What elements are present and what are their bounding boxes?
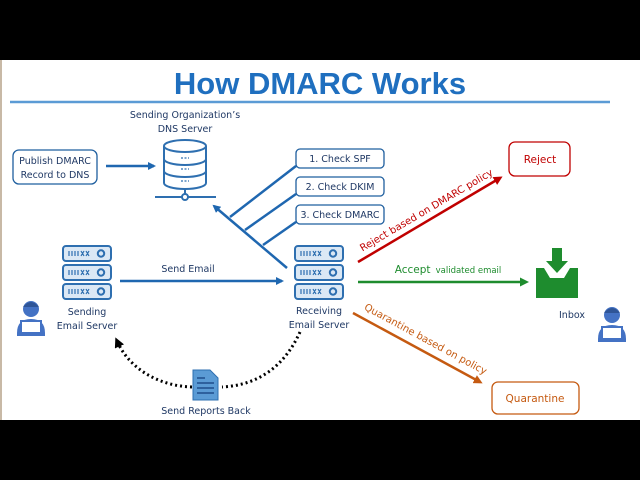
receiving-server-icon bbox=[294, 245, 344, 300]
svg-text:2. Check DKIM: 2. Check DKIM bbox=[306, 182, 375, 193]
dns-server-label-1: Sending Organization’s bbox=[130, 110, 240, 121]
reject-arrow bbox=[357, 176, 503, 264]
send-email-label: Send Email bbox=[161, 264, 214, 275]
sending-server-label-1: Sending bbox=[68, 307, 107, 318]
quarantine-arrow bbox=[352, 311, 483, 384]
report-path-left bbox=[114, 337, 193, 389]
receiving-server-label-1: Receiving bbox=[296, 306, 342, 317]
svg-text:3. Check DMARC: 3. Check DMARC bbox=[300, 210, 379, 221]
receiving-server-label-2: Email Server bbox=[289, 320, 350, 331]
inbox-label: Inbox bbox=[559, 310, 585, 321]
send-reports-label: Send Reports Back bbox=[161, 406, 251, 417]
document-icon bbox=[192, 369, 219, 401]
report-path-right bbox=[221, 331, 302, 389]
check-spf: 1. Check SPF bbox=[295, 148, 385, 169]
quarantine-label: Quarantine bbox=[506, 393, 565, 405]
dns-server-label-2: DNS Server bbox=[158, 124, 213, 135]
slide bbox=[0, 60, 640, 420]
inbox-icon bbox=[536, 248, 578, 298]
database-icon bbox=[155, 139, 216, 201]
publish-label-1: Publish DMARC bbox=[19, 156, 91, 167]
page-title: How DMARC Works bbox=[174, 66, 466, 101]
svg-text:1. Check SPF: 1. Check SPF bbox=[309, 154, 371, 165]
sending-server-label-2: Email Server bbox=[57, 321, 118, 332]
reject-label: Reject bbox=[524, 154, 557, 166]
publish-label-2: Record to DNS bbox=[21, 170, 90, 181]
dns-lookup-arrows bbox=[212, 165, 297, 269]
check-dmarc: 3. Check DMARC bbox=[295, 204, 385, 225]
check-dkim: 2. Check DKIM bbox=[295, 176, 385, 197]
reject-box bbox=[508, 141, 571, 177]
publish-dmarc-box bbox=[12, 149, 98, 185]
quarantine-box bbox=[491, 381, 580, 415]
accept-label: Accept validated email bbox=[395, 258, 502, 277]
sending-server-icon bbox=[62, 245, 112, 300]
